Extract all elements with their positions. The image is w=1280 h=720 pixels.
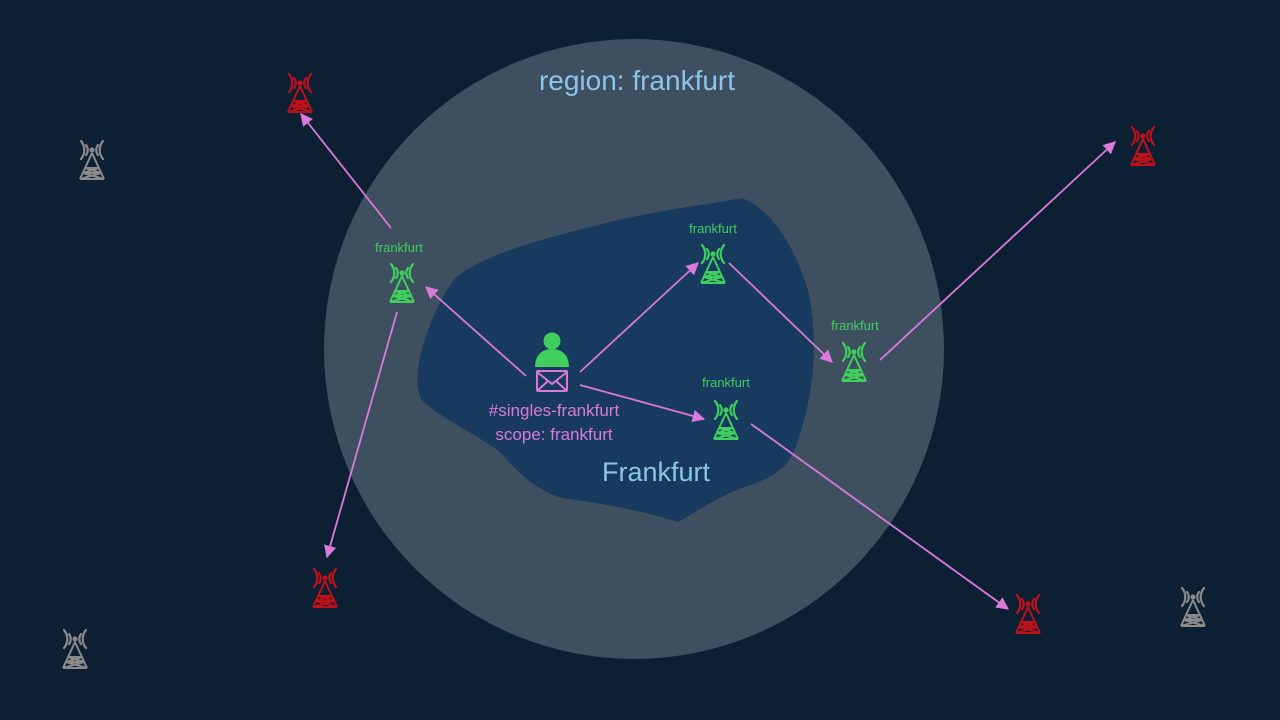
flow-arrow (324, 311, 398, 559)
flow-arrow (579, 262, 699, 373)
radio-tower-icon (311, 567, 339, 609)
node-label: frankfurt (375, 240, 423, 255)
flow-arrow (879, 141, 1116, 361)
sender (535, 332, 569, 392)
message-flows (300, 113, 1116, 610)
node-label: frankfurt (702, 375, 750, 390)
radio-tower-icon (1129, 125, 1157, 167)
flow-arrow (750, 423, 1010, 610)
radio-tower-icon (1179, 586, 1207, 628)
region-label: region: frankfurt (539, 65, 735, 96)
channel-name: #singles-frankfurt (489, 401, 620, 420)
flow-arrow (300, 113, 392, 229)
node-label: frankfurt (831, 318, 879, 333)
flow-arrow (728, 262, 833, 363)
radio-tower-icon (1014, 593, 1042, 635)
city-label: Frankfurt (602, 457, 711, 487)
radio-tower-icon (78, 139, 106, 181)
person-icon (535, 332, 569, 367)
radio-tower-icon (61, 628, 89, 670)
node-labels: frankfurt frankfurt frankfurt frankfurt (375, 221, 879, 390)
flow-arrow (579, 384, 706, 423)
radio-tower-icon (286, 72, 314, 114)
channel-scope: scope: frankfurt (495, 425, 612, 444)
envelope-icon (536, 370, 568, 392)
flow-arrow (425, 286, 527, 377)
node-label: frankfurt (689, 221, 737, 236)
